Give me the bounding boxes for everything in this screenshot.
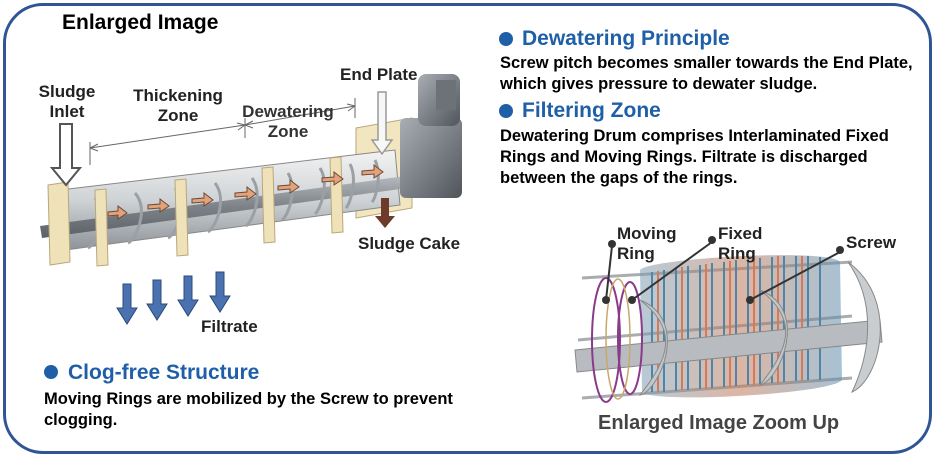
leader-lines <box>605 241 841 301</box>
text-clog-free: Moving Rings are mobilized by the Screw … <box>44 390 453 429</box>
label-dewatering-zone: Dewatering Zone <box>242 102 334 141</box>
zoom-up-illustration <box>574 236 883 403</box>
leader-dots <box>602 236 844 304</box>
label-end-plate: End Plate <box>340 65 418 84</box>
bullet-clog-free <box>44 365 58 379</box>
zoom-flight-1 <box>638 299 668 396</box>
sludge-flow-arrows <box>107 163 384 220</box>
label-moving-ring: Moving Ring <box>617 224 677 263</box>
text-dewatering-principle: Screw pitch becomes smaller towards the … <box>500 54 913 93</box>
end-plate-arrow <box>370 91 394 156</box>
page-title: Enlarged Image <box>62 11 219 34</box>
label-sludge-inlet: Sludge Inlet <box>38 82 96 121</box>
text-filtering-zone: Dewatering Drum comprises Interlaminated… <box>500 127 889 187</box>
moving-ring-ellipses <box>591 277 643 403</box>
bullet-dewatering-principle <box>499 32 513 46</box>
zoom-caption: Enlarged Image Zoom Up <box>598 412 840 434</box>
zoom-flight-3 <box>847 261 881 393</box>
fixed-ring-ellipses <box>605 278 631 400</box>
bullet-filtering-zone <box>499 104 513 118</box>
sludge-cake-arrow <box>375 198 395 228</box>
heading-clog-free: Clog-free Structure <box>68 361 260 384</box>
heading-dewatering-principle: Dewatering Principle <box>522 27 730 50</box>
zone-dimension-lines <box>89 98 356 165</box>
zoom-shaft <box>574 319 883 373</box>
drive-motor <box>400 74 462 198</box>
zoom-flight-2 <box>758 289 788 386</box>
label-filtrate: Filtrate <box>201 317 258 336</box>
heading-filtering-zone: Filtering Zone <box>522 99 661 122</box>
dewatering-machine <box>40 74 462 267</box>
screw-shaft <box>40 174 422 238</box>
label-thickening-zone: Thickening Zone <box>133 86 223 125</box>
label-fixed-ring: Fixed Ring <box>718 224 763 263</box>
label-sludge-cake: Sludge Cake <box>358 234 461 253</box>
ring-stack <box>640 255 842 398</box>
sludge-inlet-arrow <box>49 123 83 187</box>
filtrate-arrows <box>116 271 231 325</box>
label-screw: Screw <box>846 233 897 252</box>
